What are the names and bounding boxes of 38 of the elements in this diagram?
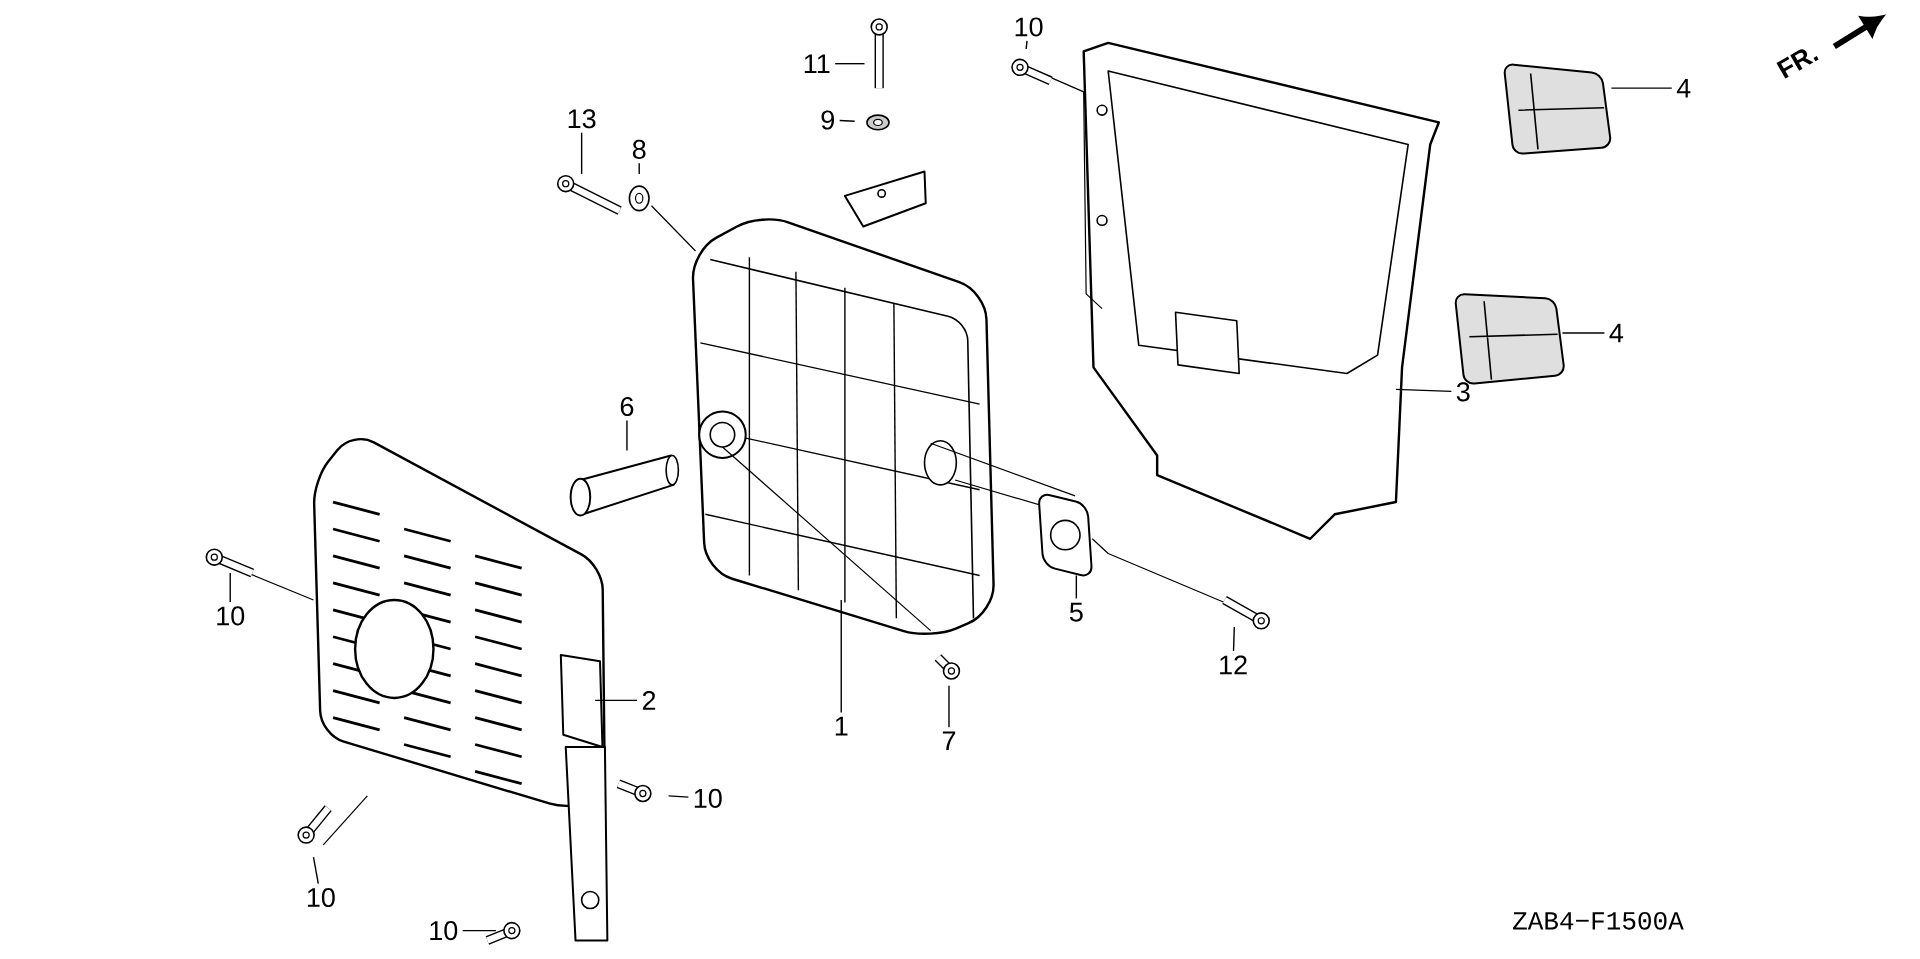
leader-line [626, 419, 628, 452]
callout-number: 10 [1015, 17, 1043, 37]
callout-number: 4 [1609, 323, 1624, 343]
callout-number: 8 [632, 139, 646, 160]
callout-number: 10 [694, 788, 722, 809]
callout-number: 4 [1676, 79, 1691, 98]
callout-number: 10 [430, 921, 458, 941]
leader-line [834, 63, 866, 65]
diagram-code: ZAB4−F1500A [1513, 912, 1684, 930]
callout-number: 3 [1456, 382, 1470, 402]
callout-number: 13 [568, 109, 596, 129]
callout-number: 6 [620, 397, 634, 417]
leader-line [1025, 40, 1028, 50]
callout-number: 10 [217, 606, 245, 626]
direction-label: FR. [1776, 49, 1819, 79]
callout-number: 2 [642, 691, 656, 710]
leader-line [667, 795, 690, 798]
leader-line [594, 699, 638, 702]
leader-line [1232, 626, 1235, 652]
callout-number: 5 [1069, 602, 1083, 622]
leader-line [1395, 388, 1453, 393]
leader-line [1610, 87, 1673, 89]
callout-number: 7 [942, 731, 956, 751]
leader-line [580, 132, 583, 175]
leader-line [838, 119, 856, 123]
leader-line [229, 572, 231, 603]
callout-number: 12 [1220, 655, 1247, 675]
callout-number: 11 [804, 54, 830, 74]
callout-number: 9 [821, 110, 834, 130]
leader-line [462, 930, 497, 932]
leader-line [312, 856, 319, 885]
leader-line [948, 685, 950, 728]
leader-line [638, 162, 640, 175]
callout-number: 10 [307, 888, 335, 908]
leader-line [1075, 574, 1078, 600]
callout-number: 1 [835, 716, 848, 736]
leader-line [840, 599, 842, 714]
leader-line [1561, 332, 1606, 334]
